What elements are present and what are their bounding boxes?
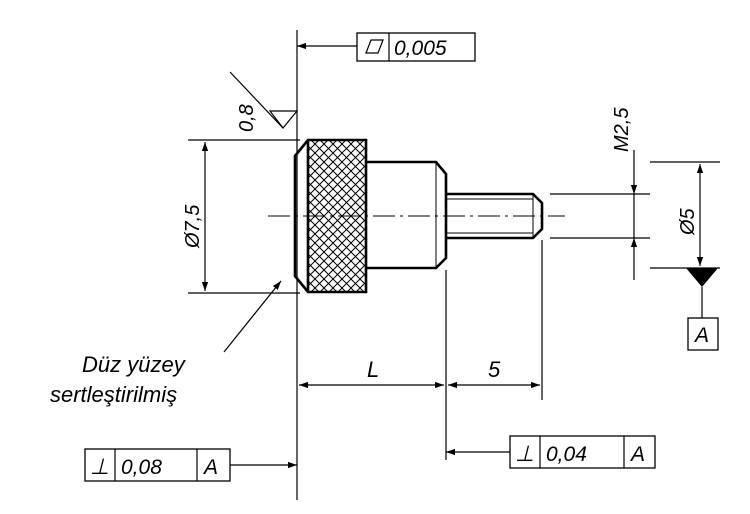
roughness-callout: 0,8 bbox=[229, 71, 299, 132]
perp-tol-right-value: 0,04 bbox=[546, 443, 587, 466]
length-5-value: 5 bbox=[488, 357, 501, 382]
perp-datum-bottom: A bbox=[202, 456, 218, 479]
flatness-parallelogram-icon bbox=[365, 39, 384, 54]
length-dimensions: L 5 bbox=[299, 357, 540, 389]
flatness-callout: 0,005 bbox=[297, 32, 476, 62]
hardened-face-note: Düz yüzey sertleştirilmiş bbox=[50, 280, 282, 407]
roughness-value: 0,8 bbox=[236, 104, 258, 132]
length-l-value: L bbox=[367, 357, 379, 382]
diameter-head-value: Ø7,5 bbox=[182, 204, 204, 249]
datum-triangle-icon bbox=[686, 268, 718, 287]
perp-datum-right: A bbox=[629, 443, 645, 466]
perp-tol-bottom-value: 0,08 bbox=[121, 456, 162, 479]
datum-a-callout: A bbox=[686, 268, 719, 351]
perpendicularity-icon: ⊥ bbox=[515, 441, 534, 466]
flatness-value: 0,005 bbox=[394, 37, 447, 60]
part-outline bbox=[268, 138, 565, 294]
body-outline bbox=[366, 160, 448, 270]
diameter-body-dimension: Ø5 bbox=[677, 164, 704, 266]
datum-letter: A bbox=[693, 324, 709, 347]
perpendicularity-icon: ⊥ bbox=[90, 454, 109, 479]
diameter-body-value: Ø5 bbox=[677, 207, 699, 236]
note-line-2: sertleştirilmiş bbox=[50, 382, 177, 407]
perpendicularity-callout-right: ⊥ 0,04 A bbox=[446, 435, 656, 469]
roughness-symbol-icon bbox=[268, 110, 299, 129]
perpendicularity-callout-bottom: ⊥ 0,08 A bbox=[84, 448, 297, 482]
note-line-1: Düz yüzey bbox=[82, 352, 187, 377]
thread-dimension: M2,5 bbox=[611, 107, 638, 280]
thread-value: M2,5 bbox=[611, 107, 633, 152]
extension-lines bbox=[188, 30, 720, 500]
diameter-head-dimension: Ø7,5 bbox=[182, 142, 209, 291]
